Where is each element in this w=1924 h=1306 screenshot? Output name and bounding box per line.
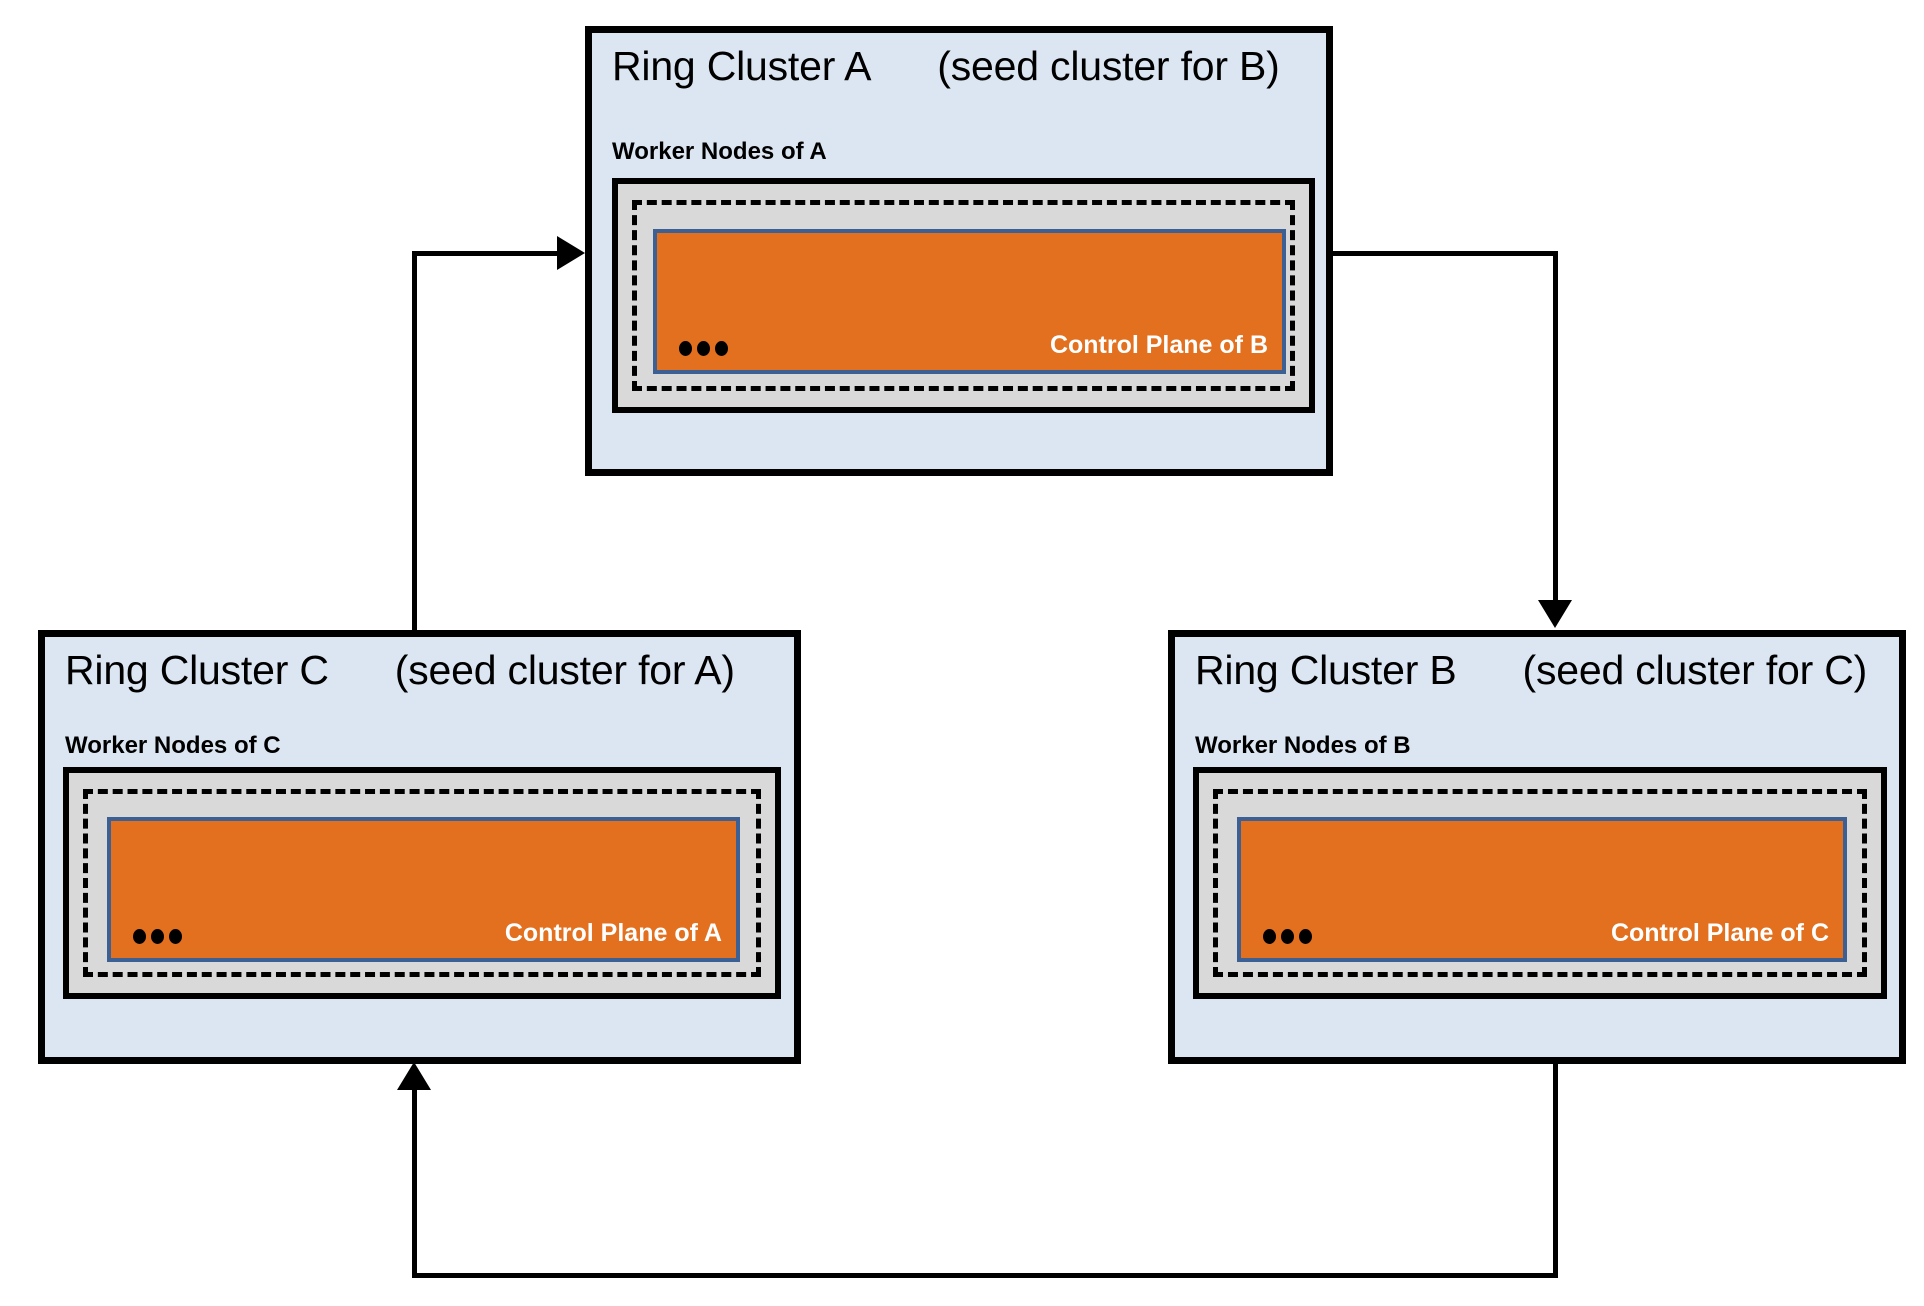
cluster-c-control-plane-label: Control Plane of A xyxy=(504,919,722,947)
cluster-b-title-subtitle: (seed cluster for C) xyxy=(1522,647,1868,693)
ring-cluster-b[interactable]: Ring Cluster B (seed cluster for C) Worke… xyxy=(1168,630,1906,1064)
cluster-c-title-main: Ring Cluster C xyxy=(65,647,329,693)
cluster-c-worker-label: Worker Nodes of C xyxy=(65,732,281,759)
cluster-a-worker-label: Worker Nodes of A xyxy=(612,138,827,165)
ring-cluster-c[interactable]: Ring Cluster C (seed cluster for A) Worke… xyxy=(38,630,801,1064)
cluster-a-title-subtitle: (seed cluster for B) xyxy=(937,43,1280,89)
connector-b-to-c-vertical-left xyxy=(412,1090,417,1275)
cluster-c-dashed-frame xyxy=(83,789,761,977)
cluster-c-title-subtitle: (seed cluster for A) xyxy=(394,647,735,693)
cluster-a-ellipsis-dots xyxy=(679,341,728,356)
arrow-up-icon xyxy=(397,1062,431,1090)
cluster-c-title: Ring Cluster C (seed cluster for A) xyxy=(65,647,735,694)
connector-a-to-b-horizontal xyxy=(1330,251,1558,256)
cluster-a-worker-nodes[interactable]: Control Plane of B xyxy=(612,178,1315,413)
cluster-b-title: Ring Cluster B (seed cluster for C) xyxy=(1195,647,1867,694)
cluster-a-control-plane-of-b[interactable]: Control Plane of B xyxy=(653,229,1286,374)
cluster-b-worker-label: Worker Nodes of B xyxy=(1195,732,1411,759)
ring-cluster-a[interactable]: Ring Cluster A (seed cluster for B) Worke… xyxy=(585,26,1333,476)
cluster-a-title: Ring Cluster A (seed cluster for B) xyxy=(612,43,1280,90)
cluster-a-control-plane-label: Control Plane of B xyxy=(1049,331,1268,359)
cluster-b-title-main: Ring Cluster B xyxy=(1195,647,1457,693)
connector-b-to-c-horizontal xyxy=(412,1273,1558,1278)
cluster-c-control-plane-of-a[interactable]: Control Plane of A xyxy=(107,817,740,962)
connector-a-to-b-vertical xyxy=(1553,251,1558,605)
arrow-down-icon xyxy=(1538,600,1572,628)
connector-c-to-a-horizontal xyxy=(412,251,564,256)
connector-b-to-c-vertical-right xyxy=(1553,1060,1558,1278)
cluster-a-title-main: Ring Cluster A xyxy=(612,43,872,89)
cluster-b-control-plane-label: Control Plane of C xyxy=(1610,919,1829,947)
cluster-a-dashed-frame xyxy=(632,200,1295,391)
connector-c-to-a-vertical xyxy=(412,251,417,634)
cluster-b-dashed-frame xyxy=(1213,789,1867,977)
cluster-b-worker-nodes[interactable]: Control Plane of C xyxy=(1193,767,1887,999)
cluster-b-control-plane-of-c[interactable]: Control Plane of C xyxy=(1237,817,1847,962)
cluster-c-worker-nodes[interactable]: Control Plane of A xyxy=(63,767,781,999)
cluster-c-ellipsis-dots xyxy=(133,929,182,944)
cluster-b-ellipsis-dots xyxy=(1263,929,1312,944)
arrow-right-icon xyxy=(557,236,585,270)
